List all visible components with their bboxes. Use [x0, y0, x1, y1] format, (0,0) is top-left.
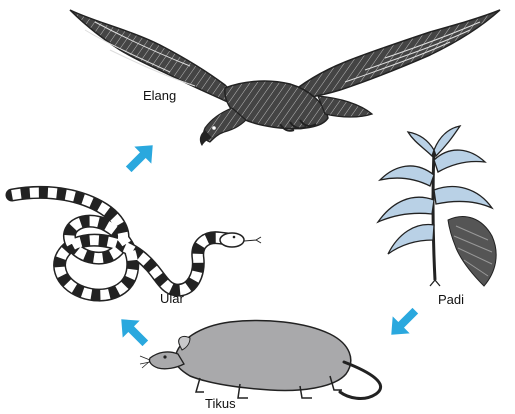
- arrow-snake-to-eagle-icon: [120, 137, 161, 178]
- rice-plant-icon: [378, 126, 496, 286]
- rat-icon: [140, 321, 381, 399]
- snake-icon: [12, 192, 261, 295]
- rice-label: Padi: [438, 292, 464, 307]
- arrow-rat-to-snake-icon: [113, 311, 154, 352]
- snake-label: Ular: [160, 291, 184, 306]
- arrow-rice-to-rat-icon: [383, 302, 424, 343]
- eagle-label: Elang: [143, 88, 176, 103]
- rat-label: Tikus: [205, 396, 236, 411]
- eagle-icon: [70, 10, 500, 146]
